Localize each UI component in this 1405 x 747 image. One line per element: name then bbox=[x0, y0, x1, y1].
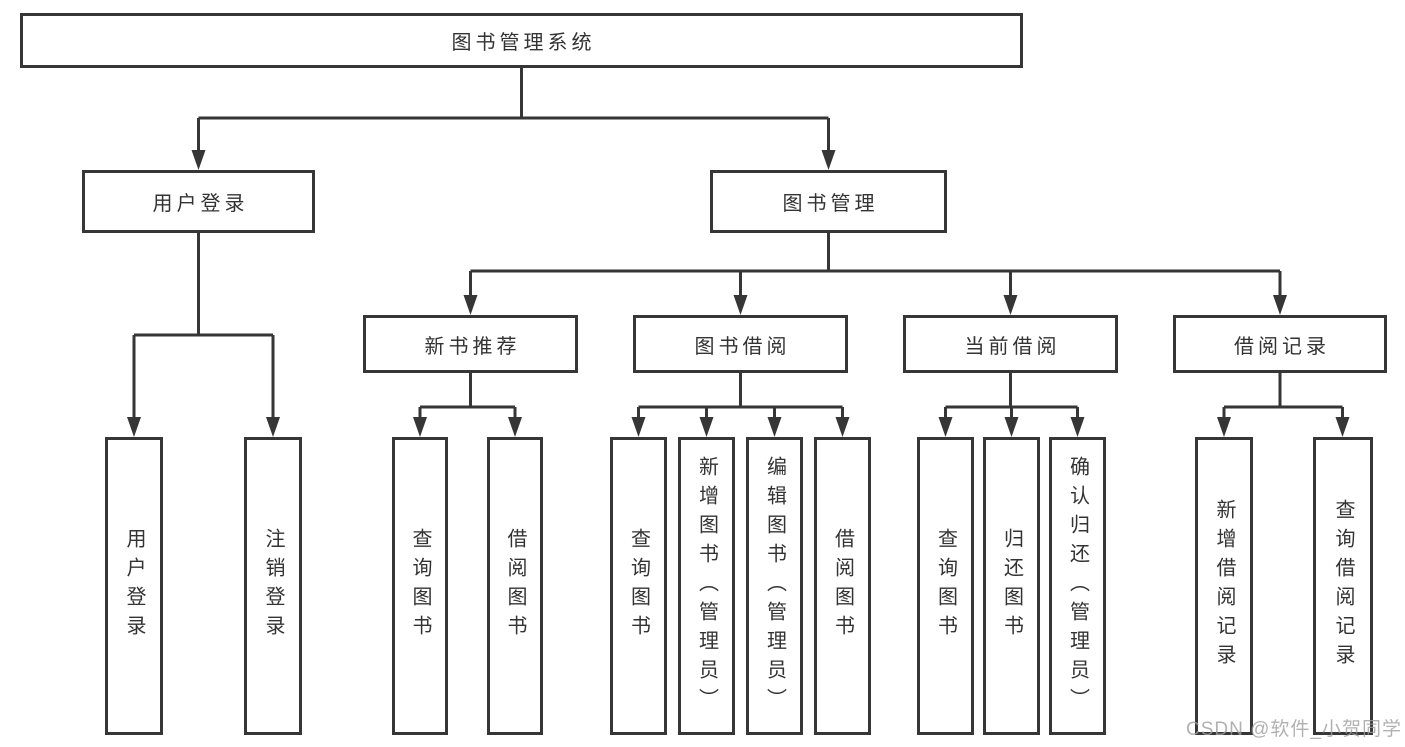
leaf-logout-label: 注销登录 bbox=[262, 528, 284, 644]
csdn-watermark: CSDN @软件_小贺同学 bbox=[1186, 719, 1402, 740]
leaf-borrow-book-1-label: 借阅图书 bbox=[504, 528, 526, 644]
leaf-edit-book-admin: 编辑图书（管理员） bbox=[746, 437, 803, 735]
leaf-add-book-admin-label: 新增图书（管理员） bbox=[695, 455, 718, 717]
leaf-borrow-book-1: 借阅图书 bbox=[487, 437, 543, 735]
leaf-add-book-admin: 新增图书（管理员） bbox=[678, 437, 735, 735]
node-book-borrow-label: 图书借阅 bbox=[694, 335, 791, 358]
leaf-user-login-label: 用户登录 bbox=[123, 528, 145, 644]
node-root: 图书管理系统 bbox=[20, 13, 1023, 68]
node-user-login-label: 用户登录 bbox=[152, 193, 249, 215]
arrowhead-leaf-add-record bbox=[1217, 417, 1231, 437]
leaf-query-book-3-label: 查询图书 bbox=[934, 528, 957, 644]
arrowhead-leaf-query3 bbox=[938, 417, 953, 437]
arrowhead-book-borrow bbox=[733, 295, 748, 315]
node-current-borrow-label: 当前借阅 bbox=[964, 335, 1061, 358]
arrowhead-leaf-add-book bbox=[699, 417, 714, 437]
node-root-label: 图书管理系统 bbox=[451, 32, 596, 54]
arrowhead-leaf-query2 bbox=[631, 417, 646, 437]
node-borrow-record: 借阅记录 bbox=[1173, 315, 1387, 373]
node-current-borrow: 当前借阅 bbox=[903, 315, 1118, 373]
leaf-return-book-label: 归还图书 bbox=[1000, 528, 1023, 644]
leaf-query-book-2: 查询图书 bbox=[610, 437, 667, 735]
node-borrow-record-label: 借阅记录 bbox=[1234, 335, 1330, 358]
leaf-query-borrow-record-label: 查询借阅记录 bbox=[1332, 499, 1354, 673]
arrowhead-borrow-record bbox=[1273, 295, 1287, 315]
leaf-user-login: 用户登录 bbox=[105, 437, 163, 735]
node-book-borrow: 图书借阅 bbox=[633, 315, 848, 373]
arrowhead-leaf-return bbox=[1004, 417, 1019, 437]
arrowhead-user-login bbox=[191, 150, 206, 170]
arrowhead-leaf-edit-book bbox=[767, 417, 782, 437]
node-book-mgmt-label: 图书管理 bbox=[782, 193, 879, 215]
arrowhead-new-book-rec bbox=[463, 295, 478, 315]
arrowhead-current-borrow bbox=[1003, 295, 1018, 315]
node-new-book-rec: 新书推荐 bbox=[363, 315, 578, 373]
leaf-edit-book-admin-label: 编辑图书（管理员） bbox=[763, 455, 786, 717]
arrowhead-leaf-logout bbox=[266, 417, 280, 437]
leaf-logout: 注销登录 bbox=[244, 437, 302, 735]
leaf-confirm-return-admin-label: 确认归还（管理员） bbox=[1066, 455, 1089, 717]
leaf-query-book-2-label: 查询图书 bbox=[627, 528, 650, 644]
leaf-borrow-book-2: 借阅图书 bbox=[814, 437, 871, 735]
leaf-add-borrow-record: 新增借阅记录 bbox=[1195, 437, 1253, 735]
leaf-borrow-book-2-label: 借阅图书 bbox=[831, 528, 854, 644]
arrowhead-leaf-borrow1 bbox=[508, 417, 522, 437]
leaf-query-borrow-record: 查询借阅记录 bbox=[1313, 437, 1373, 735]
arrowhead-book-mgmt bbox=[821, 150, 836, 170]
arrowhead-leaf-borrow2 bbox=[835, 417, 850, 437]
node-book-mgmt: 图书管理 bbox=[710, 170, 947, 233]
arrowhead-leaf-confirm-return bbox=[1070, 417, 1085, 437]
leaf-query-book-1-label: 查询图书 bbox=[409, 528, 431, 644]
node-user-login: 用户登录 bbox=[82, 170, 315, 233]
leaf-add-borrow-record-label: 新增借阅记录 bbox=[1213, 499, 1235, 673]
leaf-query-book-1: 查询图书 bbox=[392, 437, 448, 735]
arrowhead-leaf-login bbox=[127, 417, 141, 437]
arrowhead-leaf-query-record bbox=[1335, 417, 1350, 437]
leaf-confirm-return-admin: 确认归还（管理员） bbox=[1049, 437, 1106, 735]
leaf-query-book-3: 查询图书 bbox=[917, 437, 974, 735]
node-new-book-rec-label: 新书推荐 bbox=[424, 335, 521, 358]
arrowhead-leaf-query1 bbox=[413, 417, 427, 437]
leaf-return-book: 归还图书 bbox=[983, 437, 1040, 735]
